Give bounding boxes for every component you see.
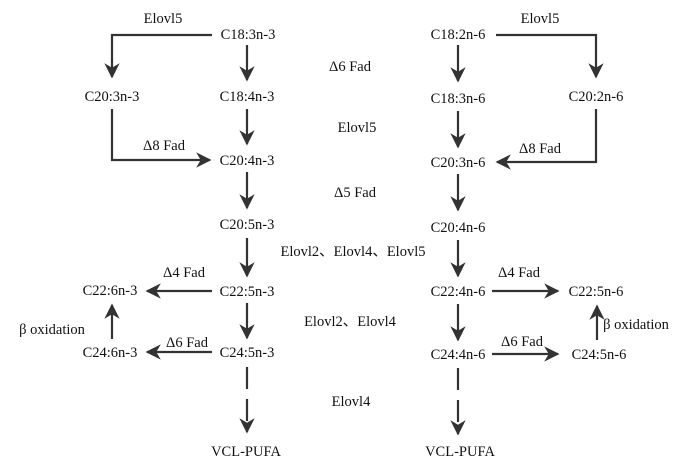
node-c24-4n-6: C24:4n-6 — [430, 346, 486, 363]
label-elovl5-top-right: Elovl5 — [520, 10, 560, 27]
arrow-c20-3n3-to-c20-4n3 — [110, 109, 212, 168]
node-vcl-pufa-right: VCL-PUFA — [425, 443, 495, 460]
node-c24-5n-3: C24:5n-3 — [219, 344, 275, 361]
label-d6-fad-top: Δ6 Fad — [329, 58, 371, 75]
label-d4-fad-right: Δ4 Fad — [498, 264, 540, 281]
arrow-elovl5-c18-3n3-to-c20-3n3 — [104, 33, 212, 79]
node-c18-4n-3: C18:4n-3 — [219, 88, 275, 105]
node-c24-6n-3: C24:6n-3 — [82, 344, 138, 361]
node-c18-2n-6: C18:2n-6 — [430, 26, 486, 43]
node-c22-5n-3: C22:5n-3 — [219, 283, 275, 300]
node-c20-2n-6: C20:2n-6 — [568, 88, 624, 105]
node-c22-4n-6: C22:4n-6 — [430, 283, 486, 300]
node-c24-5n-6: C24:5n-6 — [571, 346, 627, 363]
node-c18-3n-6: C18:3n-6 — [430, 90, 486, 107]
node-c22-6n-3: C22:6n-3 — [82, 282, 138, 299]
node-c20-3n-3: C20:3n-3 — [84, 88, 140, 105]
label-d8-fad-left: Δ8 Fad — [143, 137, 185, 154]
label-elovl2-elovl4: Elovl2、Elovl4 — [304, 313, 396, 330]
label-d6-fad-left: Δ6 Fad — [166, 334, 208, 351]
label-d5-fad: Δ5 Fad — [334, 184, 376, 201]
node-c20-5n-3: C20:5n-3 — [219, 216, 275, 233]
arrow-c20-2n6-to-c20-3n6 — [495, 109, 598, 170]
label-elovl4: Elovl4 — [331, 393, 371, 410]
label-beta-oxidation-left: β oxidation — [19, 321, 85, 338]
node-vcl-pufa-left: VCL-PUFA — [211, 443, 281, 460]
label-elovl5-top-left: Elovl5 — [143, 10, 183, 27]
arrow-elovl5-c18-2n6-to-c20-2n6 — [496, 33, 604, 79]
node-c18-3n-3: C18:3n-3 — [220, 26, 276, 43]
label-d8-fad-right: Δ8 Fad — [519, 140, 561, 157]
node-c20-3n-6: C20:3n-6 — [430, 154, 486, 171]
label-elovl2-elovl4-elovl5: Elovl2、Elovl4、Elovl5 — [280, 243, 426, 260]
node-c22-5n-6: C22:5n-6 — [568, 283, 624, 300]
node-c20-4n-3: C20:4n-3 — [219, 152, 275, 169]
node-c20-4n-6: C20:4n-6 — [430, 219, 486, 236]
label-elovl5-mid: Elovl5 — [337, 119, 377, 136]
label-d4-fad-left: Δ4 Fad — [163, 264, 205, 281]
label-beta-oxidation-right: β oxidation — [603, 316, 669, 333]
label-d6-fad-right: Δ6 Fad — [501, 333, 543, 350]
